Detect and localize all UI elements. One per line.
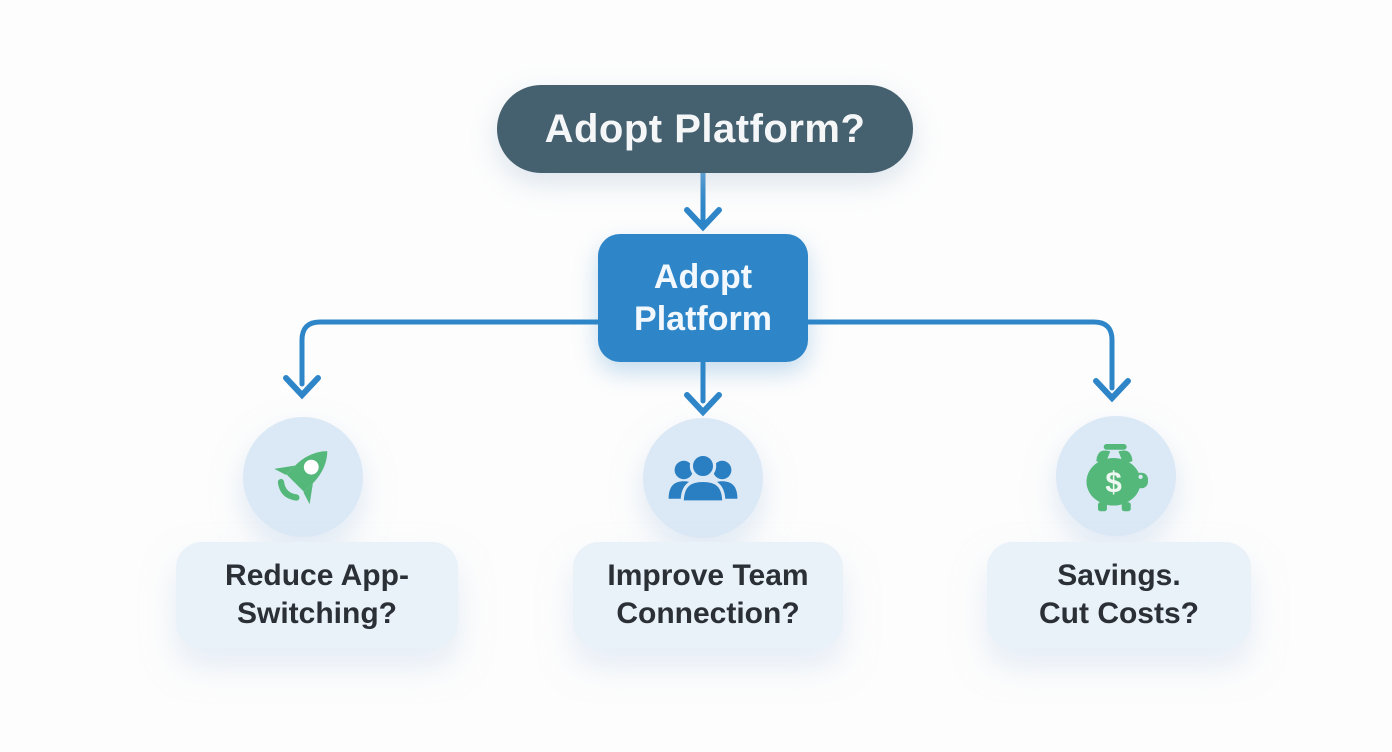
arrowhead-root-to-decision (684, 207, 722, 232)
rocket-icon (243, 417, 363, 537)
branch-label-line1: Improve Team (607, 558, 809, 592)
root-node-label: Adopt Platform? (544, 106, 866, 151)
connector-decision-to-right (805, 319, 1115, 391)
arrowhead-middle-branch (684, 392, 722, 417)
rocket-icon-graphic (274, 451, 328, 505)
people-icon-graphic (668, 452, 738, 504)
people-icon (643, 418, 763, 538)
branch-label-line2: Switching? (237, 597, 397, 630)
root-node: Adopt Platform? (497, 85, 913, 173)
decision-node: Adopt Platform (598, 234, 808, 362)
branch-label-savings-cut-costs: Savings. Cut Costs? (987, 542, 1251, 648)
arrowhead-right-branch (1093, 378, 1131, 403)
arrowhead-left-branch (283, 375, 321, 400)
branch-label-line1: Savings. (1057, 558, 1181, 592)
piggy-bank-icon-graphic: $ (1086, 444, 1148, 512)
branch-label-line1: Reduce App- (225, 558, 409, 592)
branch-label-line2: Cut Costs? (1039, 597, 1199, 630)
dollar-sign-glyph: $ (1105, 466, 1121, 499)
branch-label-improve-team-connection: Improve Team Connection? (573, 542, 843, 648)
branch-label-line2: Connection? (616, 597, 800, 630)
branch-label-reduce-app-switching: Reduce App- Switching? (176, 542, 458, 648)
connector-decision-to-left (299, 319, 601, 387)
decision-node-label-line1: Adopt (653, 257, 753, 296)
decision-node-label-line2: Platform (634, 300, 772, 338)
piggy-bank-icon: $ (1056, 416, 1176, 536)
